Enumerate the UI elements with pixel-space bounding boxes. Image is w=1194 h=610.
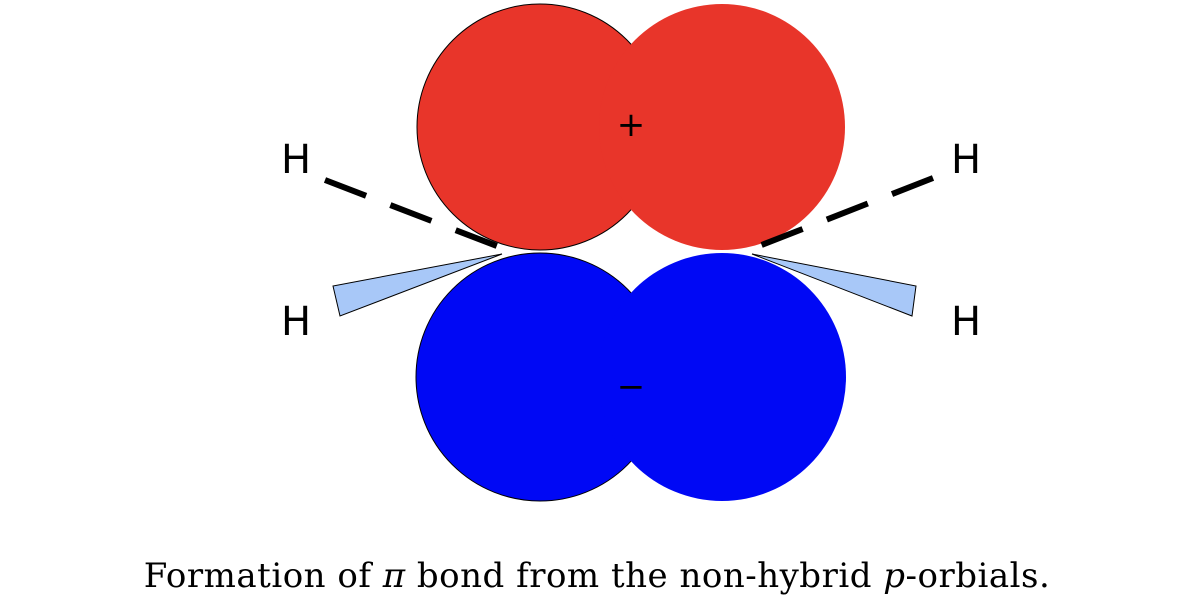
dashed-bond-left xyxy=(323,177,504,251)
lower-lobe-pair xyxy=(415,252,846,502)
caption-p-symbol: p xyxy=(883,556,906,596)
upper-lobe-pair xyxy=(416,3,845,251)
dashed-bond-right xyxy=(752,175,935,251)
caption-suffix: -orbials. xyxy=(905,556,1051,596)
dashed-bonds xyxy=(323,175,935,251)
hydrogen-label-bottom-left: H xyxy=(281,299,311,345)
lower-lobe-right xyxy=(598,253,846,501)
negative-phase-sign: − xyxy=(617,367,646,407)
positive-phase-sign: + xyxy=(617,105,646,145)
wedge-bond-left xyxy=(332,253,503,317)
hydrogen-label-bottom-right: H xyxy=(951,299,981,345)
caption-middle: bond from the non-hybrid xyxy=(405,556,884,596)
caption-prefix: Formation of xyxy=(143,556,383,596)
upper-lobe-right xyxy=(599,4,845,250)
figure-caption: Formation of π bond from the non-hybrid … xyxy=(0,556,1194,596)
wedge-bonds xyxy=(332,253,917,317)
hydrogen-label-top-left: H xyxy=(281,137,311,183)
wedge-bond-right xyxy=(751,253,917,317)
caption-pi-symbol: π xyxy=(382,556,406,596)
hydrogen-label-top-right: H xyxy=(951,137,981,183)
pi-bond-diagram: H H H H + − xyxy=(281,3,981,502)
